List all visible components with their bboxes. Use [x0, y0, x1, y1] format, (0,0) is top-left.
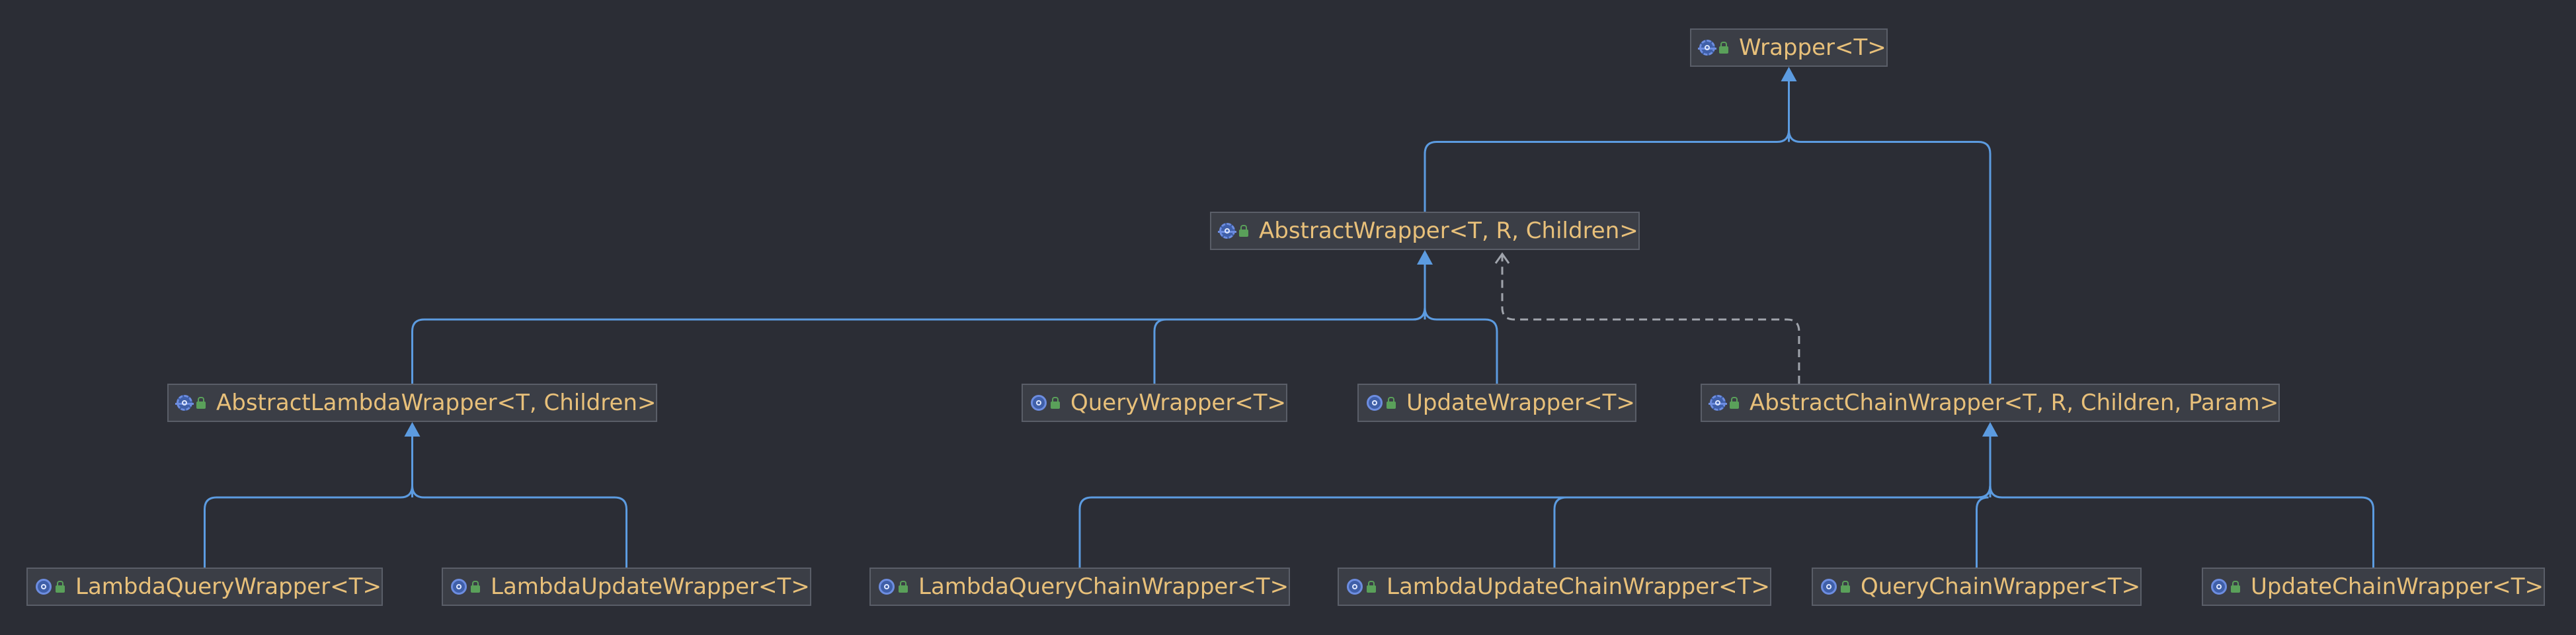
edge-line: [1153, 307, 1426, 384]
class-icons: [1347, 579, 1376, 595]
node-abstract-wrapper[interactable]: AbstractWrapper<T, R, Children>: [1210, 212, 1640, 250]
class-icon: [1821, 579, 1837, 595]
lock-icon: [1719, 41, 1728, 54]
class-icons: [451, 579, 480, 595]
class-icons: [1709, 395, 1739, 411]
lock-icon: [1367, 580, 1376, 593]
node-lambda-query-chain-wrapper[interactable]: LambdaQueryChainWrapper<T>: [869, 568, 1291, 606]
node-query-chain-wrapper[interactable]: QueryChainWrapper<T>: [1812, 568, 2142, 606]
class-icon: [36, 579, 52, 595]
inheritance-arrowhead: [1982, 422, 1998, 437]
class-icon: [451, 579, 467, 595]
abstract-class-icon: [1709, 395, 1727, 411]
inheritance-arrowhead: [1417, 250, 1433, 265]
node-update-chain-wrapper[interactable]: UpdateChainWrapper<T>: [2202, 568, 2545, 606]
node-label: Wrapper<T>: [1739, 34, 1886, 61]
node-label: LambdaQueryChainWrapper<T>: [918, 573, 1289, 600]
abstract-class-icon: [1218, 223, 1236, 239]
abstract-class-icon: [1698, 40, 1716, 56]
lock-icon: [2231, 580, 2240, 593]
class-icons: [2211, 579, 2240, 595]
node-label: QueryWrapper<T>: [1070, 390, 1287, 416]
dashed-edge-line: [1501, 254, 1800, 384]
class-icons: [36, 579, 65, 595]
lock-icon: [1730, 396, 1739, 409]
class-icon: [879, 579, 895, 595]
abstract-class-icon: [175, 395, 194, 411]
lock-icon: [1841, 580, 1850, 593]
class-icons: [1218, 223, 1248, 239]
node-lambda-update-chain-wrapper[interactable]: LambdaUpdateChainWrapper<T>: [1338, 568, 1771, 606]
lock-icon: [1051, 396, 1060, 409]
node-label: AbstractChainWrapper<T, R, Children, Par…: [1750, 390, 2279, 416]
class-icons: [175, 395, 206, 411]
node-label: LambdaQueryWrapper<T>: [75, 573, 382, 600]
class-icon: [1031, 395, 1047, 411]
class-icon: [1347, 579, 1363, 595]
inheritance-arrowhead: [1781, 67, 1797, 81]
node-query-wrapper[interactable]: QueryWrapper<T>: [1022, 384, 1288, 422]
edge-line: [1976, 485, 1992, 568]
edge-line: [1424, 130, 1790, 212]
lock-icon: [471, 580, 480, 593]
class-icon: [1367, 395, 1383, 411]
edge-line: [1989, 485, 2374, 568]
lock-icon: [1239, 224, 1248, 237]
node-update-wrapper[interactable]: UpdateWrapper<T>: [1357, 384, 1636, 422]
node-label: LambdaUpdateChainWrapper<T>: [1387, 573, 1770, 600]
class-icon: [2211, 579, 2227, 595]
node-label: UpdateWrapper<T>: [1406, 390, 1635, 416]
lock-icon: [56, 580, 65, 593]
node-wrapper[interactable]: Wrapper<T>: [1690, 28, 1888, 67]
node-lambda-update-wrapper[interactable]: LambdaUpdateWrapper<T>: [442, 568, 811, 606]
lock-icon: [1387, 396, 1396, 409]
edge-line: [1424, 307, 1498, 384]
class-icons: [1698, 40, 1728, 56]
node-label: UpdateChainWrapper<T>: [2251, 573, 2544, 600]
inheritance-arrowhead: [404, 422, 421, 437]
edge-line: [204, 485, 413, 568]
node-abstract-lambda-wrapper[interactable]: AbstractLambdaWrapper<T, Children>: [167, 384, 658, 422]
class-icons: [879, 579, 908, 595]
edge-line: [1553, 485, 1992, 568]
lock-icon: [196, 396, 206, 409]
node-label: QueryChainWrapper<T>: [1861, 573, 2141, 600]
node-abstract-chain-wrapper[interactable]: AbstractChainWrapper<T, R, Children, Par…: [1701, 384, 2280, 422]
class-icons: [1367, 395, 1396, 411]
node-label: AbstractWrapper<T, R, Children>: [1259, 218, 1638, 244]
node-label: LambdaUpdateWrapper<T>: [491, 573, 810, 600]
lock-icon: [899, 580, 908, 593]
edge-line: [411, 485, 627, 568]
class-icons: [1821, 579, 1850, 595]
edge-line: [1788, 130, 1992, 384]
node-label: AbstractLambdaWrapper<T, Children>: [216, 390, 657, 416]
dashed-arrowhead: [1494, 252, 1510, 264]
node-lambda-query-wrapper[interactable]: LambdaQueryWrapper<T>: [26, 568, 383, 606]
class-icons: [1031, 395, 1060, 411]
